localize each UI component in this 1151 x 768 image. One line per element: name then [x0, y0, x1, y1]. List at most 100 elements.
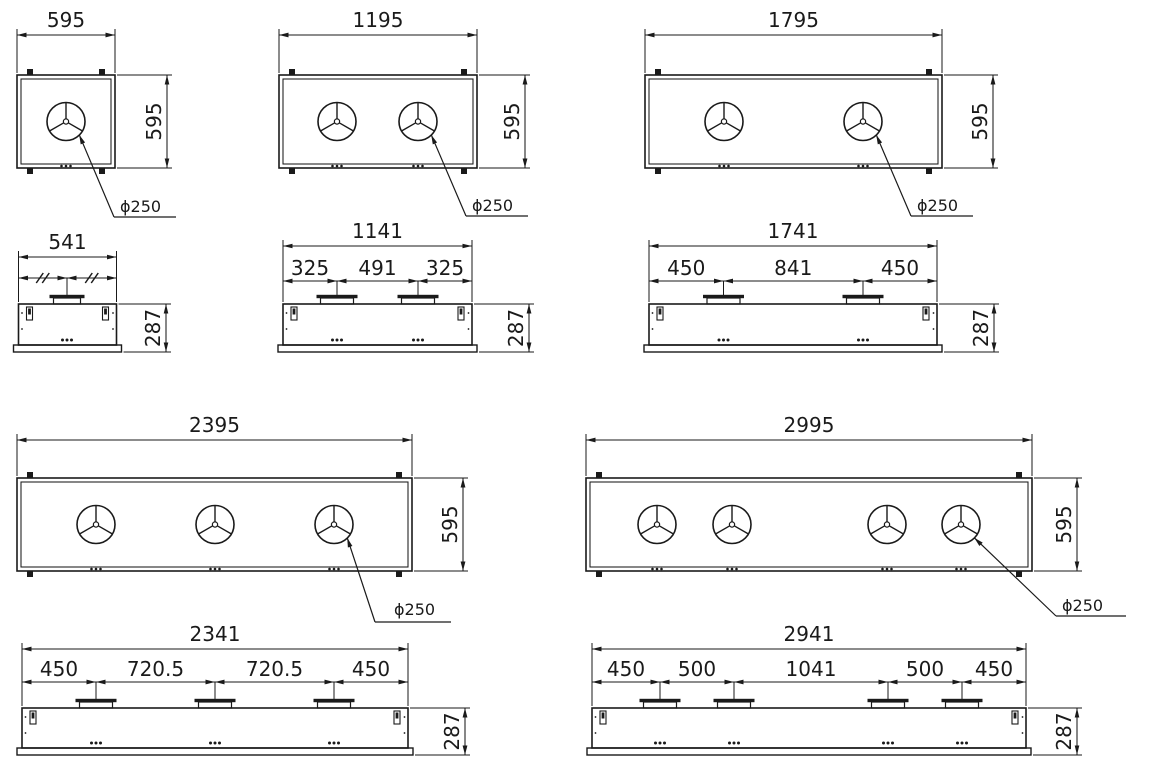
arrowhead-icon — [853, 278, 863, 284]
arrowhead-icon — [164, 158, 170, 168]
duct-flange-bar — [941, 698, 983, 703]
arrowhead-icon — [17, 437, 27, 443]
arrowhead-icon — [418, 278, 428, 284]
arrowhead-icon — [460, 478, 466, 488]
screw-dot — [331, 338, 334, 342]
arrowhead-icon — [1022, 437, 1032, 443]
screw-dot — [861, 338, 865, 342]
dimension-label: 541 — [48, 230, 86, 254]
dimension-label: 841 — [774, 256, 812, 280]
screw-dot — [213, 567, 217, 571]
screw-dot — [722, 338, 725, 342]
fan-spoke — [707, 122, 723, 132]
fan-spoke — [864, 122, 880, 132]
dimension-label: 287 — [141, 309, 165, 347]
arrowhead-icon — [1016, 646, 1026, 652]
dimension-label: ϕ250 — [120, 197, 161, 216]
arrowhead-icon — [932, 32, 942, 38]
arrowhead-icon — [22, 646, 32, 652]
arrowhead-icon — [1016, 679, 1026, 685]
screw-dot — [886, 741, 890, 745]
dimension-label: 1795 — [768, 8, 819, 32]
dimension-label: ϕ250 — [1062, 596, 1103, 615]
screw-dot — [412, 164, 415, 168]
dimension-label: 500 — [906, 657, 944, 681]
screw-dot — [94, 567, 98, 571]
screw-dot — [421, 164, 424, 168]
dimension-label: 450 — [40, 657, 78, 681]
dimension-label: 287 — [440, 712, 464, 750]
screw-dot — [416, 164, 420, 168]
fan-spoke — [49, 122, 65, 132]
duct-flange-neck — [870, 701, 906, 709]
arrowhead-icon — [974, 537, 983, 546]
arrowhead-icon — [347, 537, 353, 548]
bracket-pin — [459, 308, 463, 315]
rivet-dot — [594, 716, 597, 718]
dimension-label: 1141 — [352, 219, 403, 243]
rivet-dot — [21, 328, 23, 330]
mounting-tab — [655, 168, 661, 174]
mounting-tab — [461, 168, 467, 174]
duct-flange-bar — [867, 698, 909, 703]
screw-dot — [959, 567, 963, 571]
bracket-pin — [104, 308, 107, 315]
arrowhead-icon — [878, 679, 888, 685]
dimension-label: 2995 — [784, 413, 835, 437]
equal-spacing-mark — [84, 272, 93, 284]
duct-flange-bar — [397, 294, 439, 299]
duct-flange-neck — [319, 297, 355, 305]
arrowhead-icon — [324, 679, 334, 685]
screw-dot — [890, 567, 893, 571]
arrowhead-icon — [863, 278, 873, 284]
duct-flange-bar — [49, 294, 85, 299]
dimension-label: ϕ250 — [394, 600, 435, 619]
unit-body-inner-panel — [20, 78, 112, 165]
arrowhead-icon — [1074, 478, 1080, 488]
rivet-dot — [21, 312, 23, 314]
arrowhead-icon — [283, 243, 293, 249]
screw-dot — [65, 338, 69, 342]
unit-body-inner-panel — [589, 481, 1029, 568]
bottom-lip — [12, 344, 123, 353]
arrowhead-icon — [462, 708, 468, 718]
dimension-label: 491 — [358, 256, 396, 280]
screw-dot — [209, 567, 212, 571]
screw-dot — [964, 567, 967, 571]
fan-spoke — [419, 122, 435, 132]
screw-dot — [866, 338, 869, 342]
arrowhead-icon — [734, 679, 744, 685]
mounting-tab — [289, 69, 295, 75]
fan-spoke — [401, 122, 417, 132]
arrowhead-icon — [96, 679, 106, 685]
duct-flange-neck — [78, 701, 114, 709]
arrowhead-icon — [163, 342, 169, 352]
bracket-pin — [395, 712, 399, 719]
mounting-tab — [655, 69, 661, 75]
arrowhead-icon — [408, 278, 418, 284]
unit-body-outline — [16, 74, 116, 169]
dimension-label: 1041 — [786, 657, 837, 681]
dimension-label: 450 — [881, 256, 919, 280]
unit-body-inner-panel — [648, 78, 939, 165]
duct-flange-neck — [706, 297, 741, 305]
dimension-label: ϕ250 — [472, 196, 513, 215]
rivet-dot — [24, 732, 27, 734]
arrowhead-icon — [962, 679, 972, 685]
screw-dot — [340, 338, 343, 342]
screw-dot — [218, 567, 221, 571]
arrowhead-icon — [462, 745, 468, 755]
arrowhead-icon — [164, 75, 170, 85]
arrowhead-icon — [990, 75, 996, 85]
screw-dot — [99, 567, 102, 571]
bracket-pin — [658, 308, 662, 315]
arrowhead-icon — [592, 646, 602, 652]
arrowhead-icon — [337, 278, 347, 284]
rivet-dot — [467, 312, 470, 314]
rivet-dot — [594, 732, 597, 734]
bracket-pin — [924, 308, 928, 315]
